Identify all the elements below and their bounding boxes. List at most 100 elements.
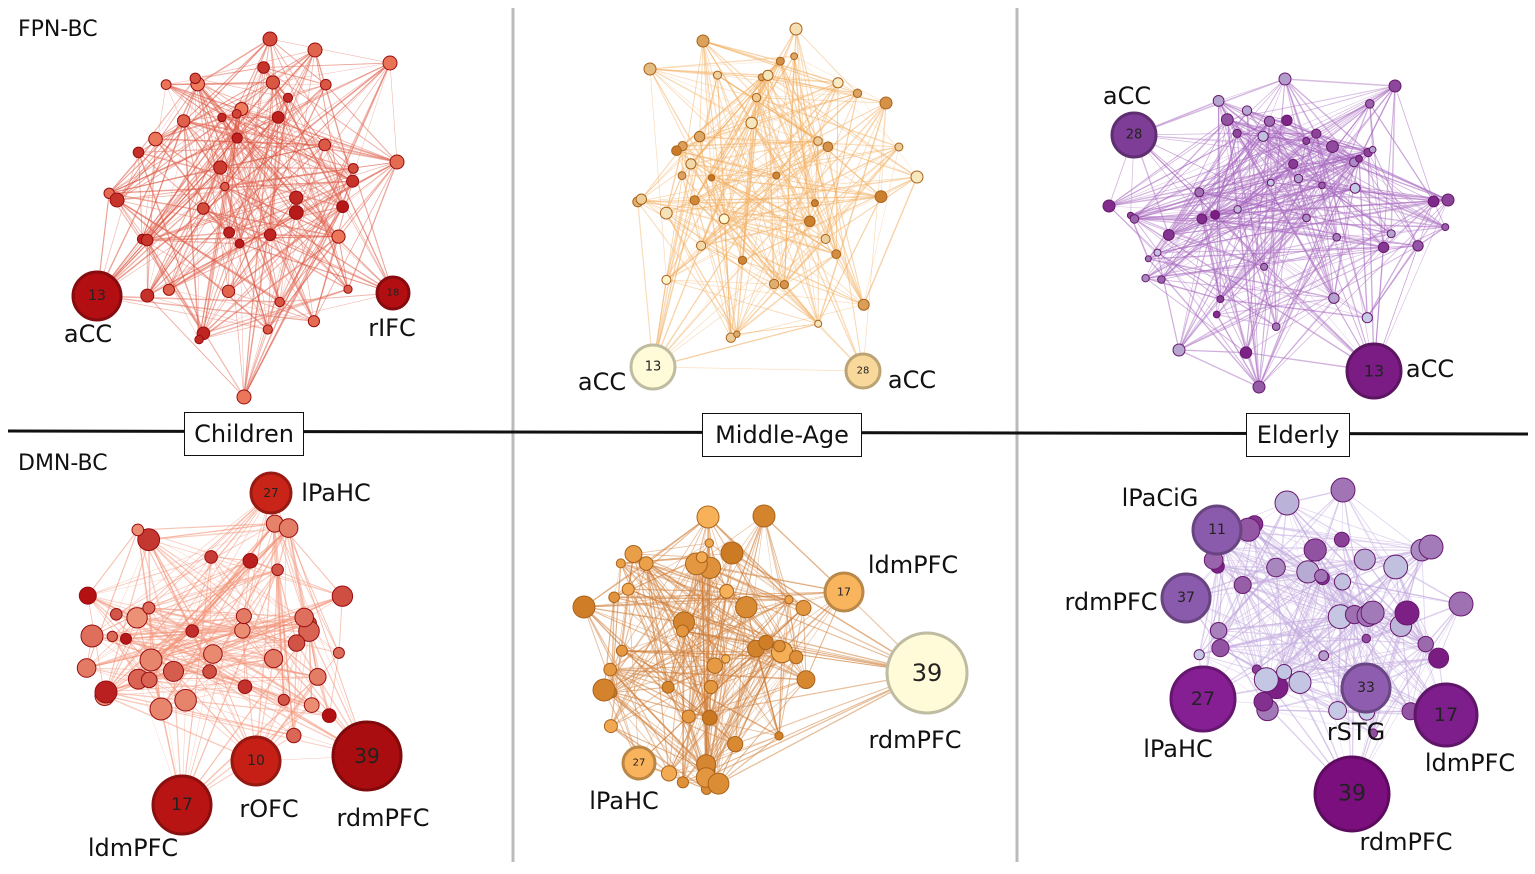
node — [1234, 206, 1241, 213]
node — [1389, 80, 1401, 92]
edge — [700, 41, 703, 137]
hub-node-number: 39 — [912, 659, 943, 687]
hub-node-region-label: rOFC — [239, 795, 298, 823]
edge — [329, 653, 339, 716]
hub-node-region-label: lPaHC — [589, 787, 659, 815]
node — [1275, 491, 1299, 515]
edge — [719, 646, 780, 784]
edge — [638, 202, 653, 367]
node — [697, 241, 706, 250]
hub-node-region-label: aCC — [578, 368, 626, 396]
node — [1362, 634, 1370, 642]
edge — [1285, 79, 1395, 86]
node — [132, 524, 144, 536]
node — [682, 710, 695, 723]
node — [150, 698, 172, 720]
node — [140, 649, 162, 671]
hub-node-region-label: rIFC — [368, 314, 416, 342]
node — [1329, 293, 1339, 303]
node — [141, 289, 154, 302]
edge — [149, 540, 151, 660]
edge — [1179, 350, 1246, 353]
node — [243, 554, 258, 569]
node — [390, 155, 404, 169]
node — [722, 655, 730, 663]
node — [639, 557, 653, 571]
node — [662, 275, 671, 284]
node — [661, 766, 676, 781]
node — [1154, 249, 1161, 256]
node — [805, 216, 816, 227]
hub-node-number: 27 — [1191, 688, 1215, 710]
hub-node-region-label: rdmPFC — [336, 804, 429, 832]
node — [1221, 114, 1233, 126]
node — [81, 625, 103, 647]
node — [697, 35, 709, 47]
node — [272, 564, 284, 576]
edge — [691, 164, 776, 176]
hub-node-number: 11 — [1208, 522, 1226, 538]
node — [738, 256, 746, 264]
node — [1158, 276, 1166, 284]
edges — [638, 29, 917, 371]
hub-node-region-label: lPaHC — [1143, 735, 1213, 763]
node — [746, 117, 757, 128]
node — [161, 80, 171, 90]
node — [625, 546, 642, 563]
node — [304, 698, 319, 713]
edge — [828, 147, 863, 371]
edge — [192, 493, 271, 631]
hub-node-number: 17 — [171, 795, 193, 815]
node — [790, 23, 802, 35]
node — [832, 250, 841, 259]
node — [308, 316, 319, 327]
node — [1195, 188, 1204, 197]
node — [604, 720, 617, 733]
hub-node-number: 33 — [1357, 680, 1375, 696]
group-label-children: Children — [184, 412, 304, 456]
node — [821, 235, 830, 244]
node — [1213, 311, 1220, 318]
edge — [818, 103, 886, 324]
hub-node-region-label: ldmPFC — [88, 834, 178, 862]
node — [790, 651, 803, 664]
hub-node-number: 17 — [1434, 704, 1458, 726]
node — [763, 70, 773, 80]
group-label-middle-age: Middle-Age — [702, 413, 862, 457]
node — [1329, 702, 1347, 720]
node — [333, 647, 344, 658]
node — [79, 587, 96, 604]
group-label-elderly: Elderly — [1246, 413, 1350, 457]
node — [77, 659, 96, 678]
node — [1233, 129, 1241, 137]
node — [163, 284, 174, 295]
node — [1261, 263, 1268, 270]
hub-node-region-label: ldmPFC — [1425, 749, 1515, 777]
hub-node-region-label: aCC — [64, 320, 112, 348]
node — [1242, 106, 1251, 115]
node — [734, 331, 740, 337]
node — [622, 583, 634, 595]
node — [278, 694, 289, 705]
node — [289, 206, 303, 220]
node — [858, 299, 869, 310]
node — [814, 137, 823, 146]
hub-node-number: 28 — [857, 366, 870, 377]
edge — [88, 530, 138, 596]
edge — [264, 63, 390, 68]
edges — [87, 493, 367, 805]
node — [644, 63, 656, 75]
node — [796, 601, 811, 616]
node — [1264, 116, 1274, 126]
node — [791, 53, 798, 60]
node — [1395, 601, 1419, 625]
node — [773, 172, 780, 179]
node — [1103, 200, 1115, 212]
node — [662, 681, 674, 693]
node — [221, 182, 229, 190]
node — [774, 640, 786, 652]
node — [164, 661, 184, 681]
node — [1334, 574, 1350, 590]
node — [677, 625, 689, 637]
node — [332, 586, 352, 606]
